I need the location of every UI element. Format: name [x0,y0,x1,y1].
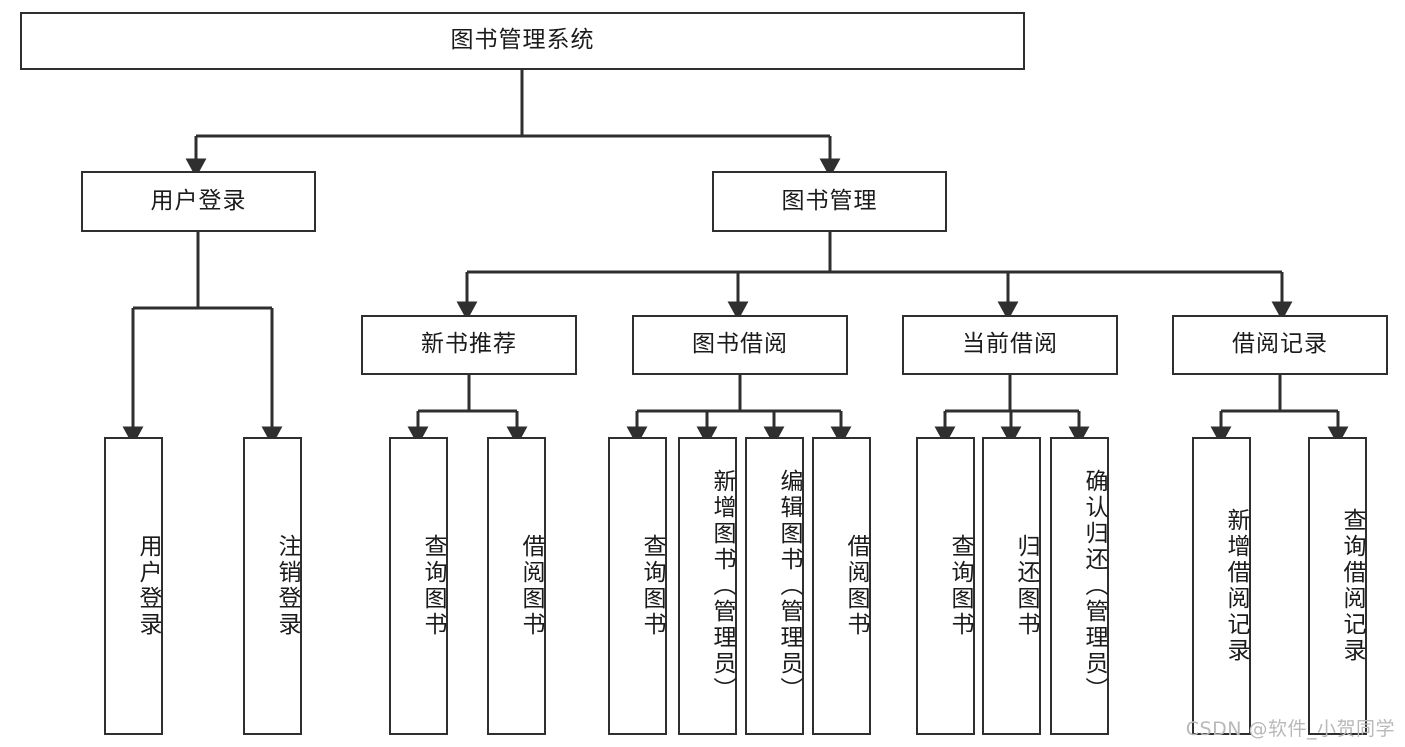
leaf-book-borrow-edit-book-admin[interactable]: 编辑图书（管理员） [745,437,804,735]
node-label: 借阅记录 [1232,331,1328,358]
leaf-borrow-record-add-record[interactable]: 新增借阅记录 [1192,437,1251,735]
leaf-book-borrow-query-book[interactable]: 查询图书 [608,437,667,735]
leaf-book-borrow-borrow-book[interactable]: 借阅图书 [812,437,871,735]
leaf-new-book-query-book[interactable]: 查询图书 [389,437,448,735]
leaf-current-borrow-query-book[interactable]: 查询图书 [916,437,975,735]
node-label: 确认归还（管理员） [1081,469,1107,703]
node-label: 用户登录 [135,534,161,638]
node-label: 查询图书 [420,534,446,638]
node-book-borrow[interactable]: 图书借阅 [632,315,848,375]
node-label: 当前借阅 [962,331,1058,358]
node-label: 借阅图书 [518,534,544,638]
node-user-login[interactable]: 用户登录 [81,171,316,232]
node-current-borrow[interactable]: 当前借阅 [902,315,1118,375]
watermark-text: CSDN @软件_小贺同学 [1185,718,1395,740]
leaf-current-borrow-confirm-return-admin[interactable]: 确认归还（管理员） [1050,437,1109,735]
node-label: 查询图书 [947,534,973,638]
node-label: 归还图书 [1013,534,1039,638]
leaf-book-borrow-add-book-admin[interactable]: 新增图书（管理员） [678,437,737,735]
node-label: 图书借阅 [692,331,788,358]
node-book-management[interactable]: 图书管理 [712,171,947,232]
node-label: 图书管理系统 [450,27,595,54]
node-root-book-management-system[interactable]: 图书管理系统 [20,12,1025,70]
leaf-borrow-record-query-record[interactable]: 查询借阅记录 [1308,437,1367,735]
node-label: 注销登录 [274,534,300,638]
node-label: 新增借阅记录 [1223,508,1249,664]
leaf-user-login-signin[interactable]: 用户登录 [104,437,163,735]
node-new-book-recommend[interactable]: 新书推荐 [361,315,577,375]
leaf-user-login-signout[interactable]: 注销登录 [243,437,302,735]
node-label: 用户登录 [150,187,247,214]
node-label: 编辑图书（管理员） [776,469,802,703]
leaf-new-book-borrow-book[interactable]: 借阅图书 [487,437,546,735]
leaf-current-borrow-return-book[interactable]: 归还图书 [982,437,1041,735]
node-label: 新书推荐 [421,331,517,358]
node-label: 查询图书 [639,534,665,638]
node-borrow-record[interactable]: 借阅记录 [1172,315,1388,375]
node-label: 查询借阅记录 [1339,508,1365,664]
node-label: 图书管理 [781,187,878,214]
node-label: 借阅图书 [843,534,869,638]
node-label: 新增图书（管理员） [709,469,735,703]
